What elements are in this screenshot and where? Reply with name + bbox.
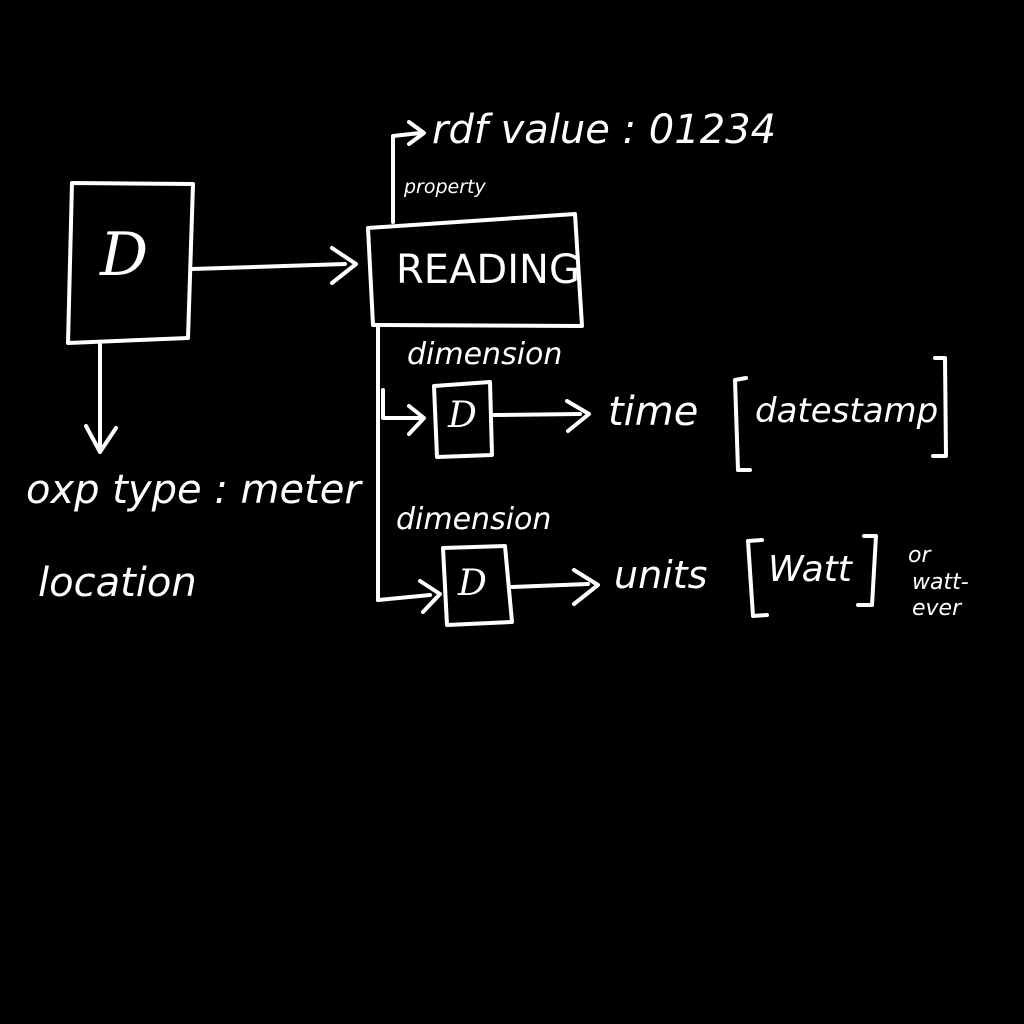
dimension-1-branch-arrowhead — [407, 404, 426, 436]
dimension-2-branch — [376, 593, 432, 602]
subject-to-reading-arrowhead — [330, 246, 358, 285]
reading-box-label: READING — [396, 247, 580, 293]
dimension-2-arrowhead — [572, 568, 600, 606]
dimension-2-arrow — [510, 582, 590, 589]
subject-to-attrs-arrowhead — [84, 424, 118, 454]
rdf-value-text: rdf value : 01234 — [432, 107, 777, 153]
subject-to-reading-arrow — [190, 262, 347, 271]
property-arrowhead — [407, 120, 426, 146]
watt-right-bracket — [856, 534, 878, 607]
subject-type-text: oxp type : meter — [26, 467, 361, 513]
property-label: property — [404, 176, 486, 198]
subject-location-text: location — [38, 560, 197, 606]
datestamp-right-bracket — [931, 356, 948, 458]
dimension-2-edge-label: dimension — [396, 502, 552, 537]
watt-left-bracket — [746, 538, 769, 618]
dimension-1-arrowhead — [565, 399, 591, 433]
dimension-1-box-border — [432, 380, 494, 459]
dimension-1-branch — [381, 388, 422, 420]
property-arrow — [391, 131, 422, 224]
dimension-1-edge-label: dimension — [407, 337, 563, 372]
watt-note-line-2: watt- — [912, 570, 969, 595]
datestamp-left-bracket — [733, 376, 752, 472]
watt-note-line-3: ever — [912, 596, 962, 621]
dimension-1-box-label: D — [448, 395, 477, 436]
subject-box-label: D — [100, 220, 149, 290]
dimension-2-box-border — [441, 544, 514, 627]
dimension-1-value: datestamp — [755, 391, 939, 431]
dimension-1-name: time — [608, 389, 699, 435]
dimension-2-name: units — [614, 553, 708, 597]
watt-note-line-1: or — [908, 543, 931, 568]
dimension-2-box-label: D — [458, 563, 487, 604]
dimension-2-branch-arrowhead — [418, 579, 442, 614]
dimension-1-arrow — [492, 412, 582, 417]
dimension-2-value: Watt — [768, 549, 852, 590]
reading-box-border — [366, 212, 584, 328]
subject-box-border — [66, 181, 195, 345]
